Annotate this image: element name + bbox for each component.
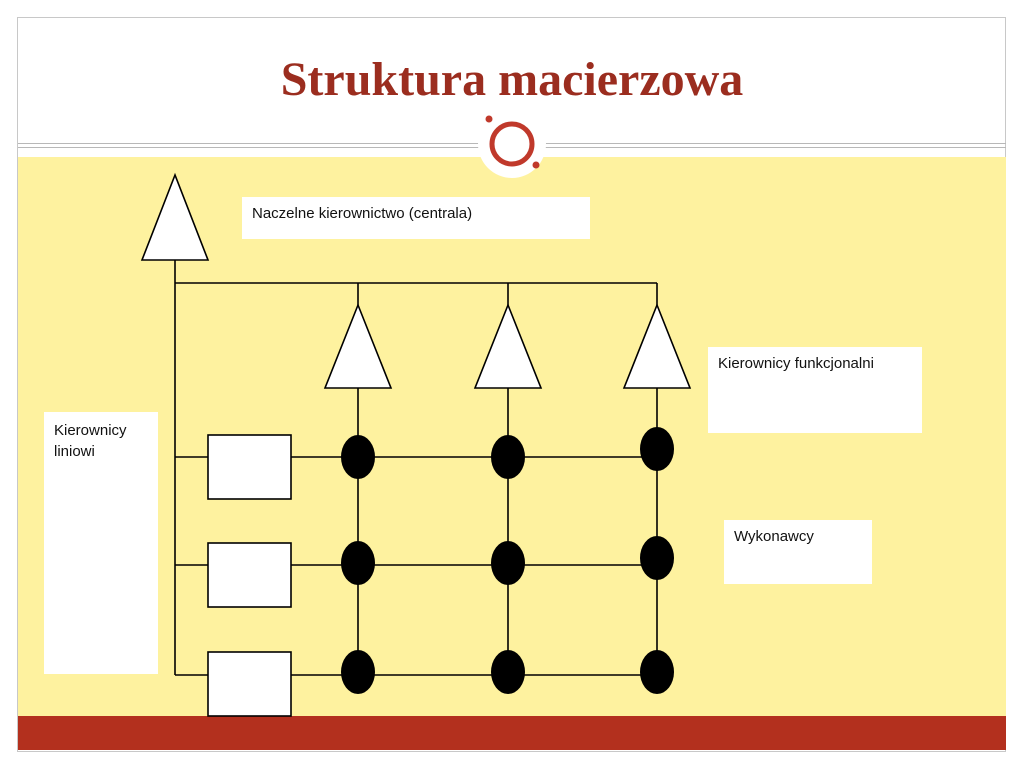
executor-node-r3-c1 <box>341 650 375 694</box>
executor-node-r2-c1 <box>341 541 375 585</box>
executor-node-r2-c2 <box>491 541 525 585</box>
executor-node-r1-c2 <box>491 435 525 479</box>
executor-node-r3-c3 <box>640 650 674 694</box>
footer-bar <box>18 716 1006 750</box>
line-managers-label: Kierownicy liniowi <box>44 412 158 674</box>
top-management-triangle <box>140 172 210 261</box>
functional-managers-label: Kierownicy funkcjonalni <box>708 347 922 433</box>
executors-label: Wykonawcy <box>724 520 872 584</box>
line-manager-box-3 <box>207 651 292 717</box>
top-management-label: Naczelne kierownictwo (centrala) <box>242 197 590 239</box>
executor-node-r1-c1 <box>341 435 375 479</box>
executor-node-r3-c2 <box>491 650 525 694</box>
executor-node-r2-c3 <box>640 536 674 580</box>
functional-manager-triangle-1 <box>323 302 393 389</box>
executor-node-r1-c3 <box>640 427 674 471</box>
functional-manager-triangle-2 <box>473 302 543 389</box>
functional-manager-triangle-3 <box>622 302 692 389</box>
slide-title: Struktura macierzowa <box>280 53 744 106</box>
line-manager-box-2 <box>207 542 292 608</box>
line-manager-box-1 <box>207 434 292 500</box>
circle-ornament-icon <box>478 110 546 178</box>
